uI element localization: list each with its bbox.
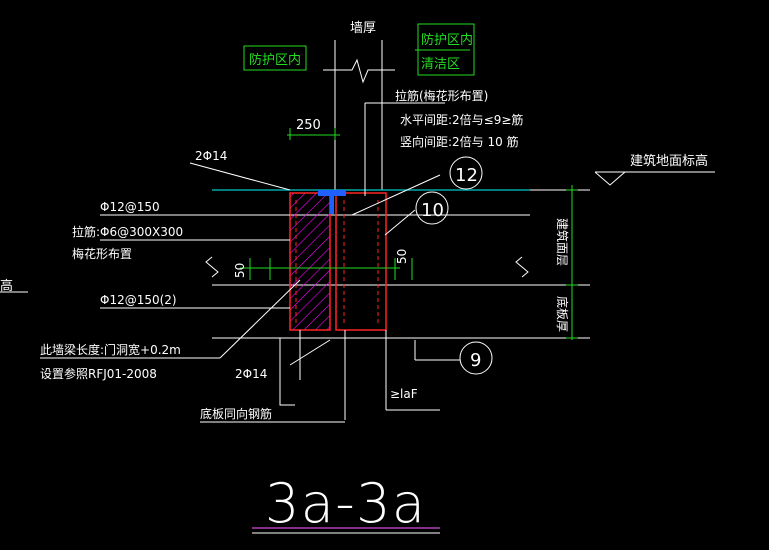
tie-bar-vertical: 竖向间距:2倍与 10 筋 bbox=[400, 134, 519, 149]
right-dimension bbox=[566, 185, 578, 340]
left-edge-text: 高 bbox=[0, 278, 13, 294]
floor-finish-thickness: 建筑面层 bbox=[555, 218, 570, 266]
green-guides bbox=[240, 49, 470, 280]
bottom-rebar bbox=[279, 330, 460, 420]
dim-50-left: 50 bbox=[233, 263, 247, 278]
wall-outline bbox=[323, 40, 395, 190]
tie-bar-title: 拉筋(梅花形布置) bbox=[395, 88, 488, 103]
clean-zone-box bbox=[417, 23, 475, 76]
tie-phi6: 拉筋:Φ6@300X300 bbox=[72, 224, 183, 239]
waterstop bbox=[318, 190, 346, 196]
bar-phi12-150-2: Φ12@150(2) bbox=[100, 293, 177, 307]
waterstop-stem bbox=[330, 196, 334, 214]
bar-phi12-150: Φ12@150 bbox=[100, 200, 160, 214]
tie-plum: 梅花形布置 bbox=[72, 246, 132, 261]
rebar-cage bbox=[335, 192, 387, 331]
bar-2phi14-top: 2Φ14 bbox=[195, 149, 227, 163]
building-floor-elevation: 建筑地面标高 bbox=[630, 153, 708, 169]
callout-12-circle bbox=[449, 156, 483, 190]
tie-bar-horizontal: 水平间距:2倍与≤9≥筋 bbox=[400, 112, 523, 127]
dim-250: 250 bbox=[296, 118, 321, 133]
clean-zone-label-2: 清洁区 bbox=[421, 57, 460, 72]
hatched-wall-section bbox=[289, 192, 331, 331]
protection-zone-box bbox=[243, 45, 307, 71]
beam-length: 此墙梁长度:门洞宽+0.2m bbox=[40, 342, 181, 357]
callout-10: 10 bbox=[421, 200, 444, 221]
protection-zone-label: 防护区内 bbox=[249, 52, 301, 68]
bar-2phi14-bottom: 2Φ14 bbox=[235, 367, 267, 381]
callout-12: 12 bbox=[455, 165, 478, 186]
callout-9: 9 bbox=[470, 350, 481, 371]
wall-thickness-label: 墙厚 bbox=[350, 21, 376, 36]
dim-50-right: 50 bbox=[395, 249, 409, 264]
ref-rfj: 设置参照RFJ01-2008 bbox=[40, 366, 157, 381]
slab-thickness: 底板厚 bbox=[555, 296, 570, 332]
leader-lines bbox=[40, 102, 445, 423]
callout-10-circle bbox=[415, 191, 449, 225]
callout-9-circle bbox=[459, 341, 493, 375]
floor-elevation-marker bbox=[530, 171, 715, 191]
section-title: 3a-3a bbox=[265, 472, 425, 535]
laf-label: ≥laF bbox=[390, 387, 418, 401]
clean-zone-label-1: 防护区内 bbox=[421, 32, 473, 48]
bottom-plate-rebar: 底板同向钢筋 bbox=[200, 406, 272, 421]
